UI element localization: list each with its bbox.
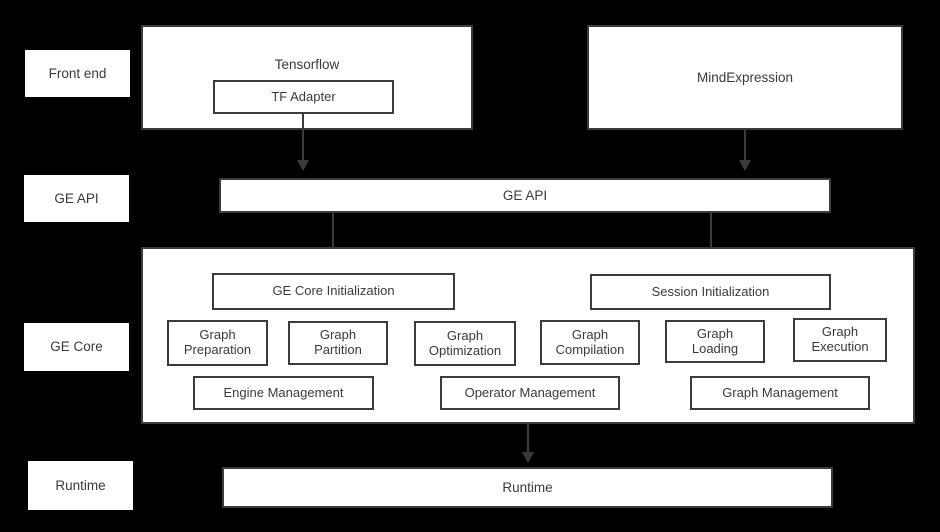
session-initialization-box[interactable]: Session Initialization [590,274,831,310]
frontend-tensorflow-container: Tensorflow [141,25,473,130]
module-graph-preparation[interactable]: Graph Preparation [167,320,268,366]
ge-core-initialization-box[interactable]: GE Core Initialization [212,273,455,310]
layer-label-ge-core: GE Core [24,323,129,371]
module-graph-optimization[interactable]: Graph Optimization [414,321,516,366]
module-graph-partition[interactable]: Graph Partition [288,321,388,365]
mindexpression-label: MindExpression [696,69,794,85]
layer-label-runtime: Runtime [28,461,133,510]
arrowhead-mindexpression-to-geapi [739,160,751,171]
connector-mindexpression-to-geapi [744,130,746,165]
layer-label-front-end: Front end [25,50,130,97]
module-graph-compilation[interactable]: Graph Compilation [540,320,640,365]
arrowhead-gecore-to-runtime [522,452,534,463]
connector-gecore-to-runtime [527,424,529,454]
ge-api-bar[interactable]: GE API [219,178,831,213]
layer-label-ge-api: GE API [24,175,129,222]
tf-adapter-box[interactable]: TF Adapter [213,80,394,114]
manager-engine-management[interactable]: Engine Management [193,376,374,410]
arrowhead-tfadapter-to-geapi [297,160,309,171]
runtime-bar[interactable]: Runtime [222,467,833,508]
connector-tfadapter-to-geapi [302,114,304,164]
tensorflow-label: Tensorflow [274,57,340,72]
manager-operator-management[interactable]: Operator Management [440,376,620,410]
module-graph-loading[interactable]: Graph Loading [665,320,765,363]
manager-graph-management[interactable]: Graph Management [690,376,870,410]
frontend-mindexpression-box[interactable]: MindExpression [587,25,903,130]
module-graph-execution[interactable]: Graph Execution [793,318,887,362]
connector-geapi-to-corinit [332,213,334,259]
connector-geapi-to-sessioninit [710,213,712,259]
